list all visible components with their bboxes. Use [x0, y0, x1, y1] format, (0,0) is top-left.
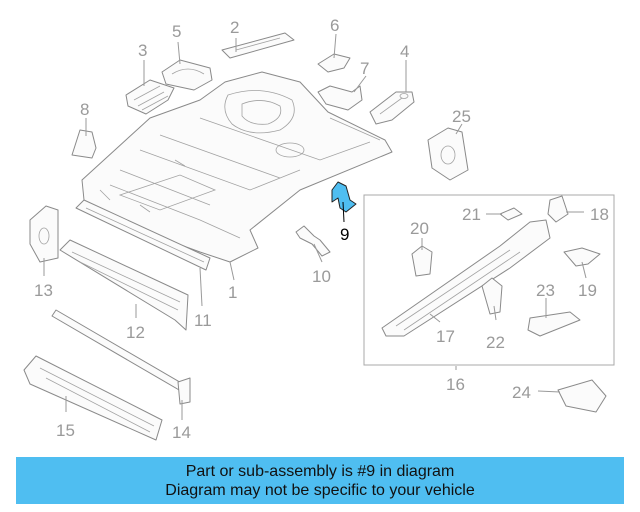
callout-20: 20: [410, 219, 429, 238]
callout-13: 13: [34, 281, 53, 300]
callout-1: 1: [228, 283, 237, 302]
panel-part-3: [125, 79, 175, 115]
rail-part-15: [23, 355, 163, 441]
callout-4: 4: [400, 42, 409, 61]
bracket-part-2: [221, 32, 295, 59]
callout-15: 15: [56, 421, 75, 440]
callout-8: 8: [80, 100, 89, 119]
crossmember-part-11: [75, 199, 211, 271]
bracket-part-7: [317, 85, 363, 111]
callout-25: 25: [452, 107, 471, 126]
callout-21: 21: [462, 205, 481, 224]
leader-lines: [43, 33, 587, 420]
callout-5: 5: [172, 22, 181, 41]
bracket-part-22: [481, 277, 503, 315]
callout-24: 24: [512, 383, 531, 402]
bracket-part-8: [71, 129, 97, 159]
bracket-part-6: [317, 53, 351, 73]
callout-22: 22: [486, 333, 505, 352]
bracket-part-20: [411, 245, 433, 277]
callout-19: 19: [578, 281, 597, 300]
callout-10: 10: [312, 267, 331, 286]
subassembly-box-16: [363, 194, 615, 366]
callout-23: 23: [536, 281, 555, 300]
info-banner: Part or sub-assembly is #9 in diagram Di…: [16, 457, 624, 504]
callout-7: 7: [360, 59, 369, 78]
channel-part-23: [527, 311, 581, 337]
banner-line-part-info: Part or sub-assembly is #9 in diagram: [185, 462, 455, 480]
callout-11: 11: [194, 311, 212, 330]
callout-12: 12: [126, 323, 145, 342]
bracket-part-5: [161, 59, 213, 91]
rail-part-12: [59, 239, 189, 331]
callout-labels: 1 2 3 4 5 6 7 8 9 10 11 12 13 14 15 16 1…: [34, 16, 609, 442]
housing-part-25: [427, 127, 469, 181]
rail-part-4: [369, 91, 415, 125]
bracket-part-18: [547, 195, 569, 223]
callout-6: 6: [330, 16, 339, 35]
parts-diagram: 1 2 3 4 5 6 7 8 9 10 11 12 13 14 15 16 1…: [23, 16, 615, 442]
highlighted-bracket-part-9: [331, 181, 357, 213]
bracket-part-19: [563, 247, 601, 267]
sill-part-17: [381, 219, 551, 337]
callout-14: 14: [172, 423, 191, 442]
banner-line-disclaimer: Diagram may not be specific to your vehi…: [165, 481, 475, 499]
floor-pan-part: [81, 71, 393, 263]
callout-17: 17: [436, 327, 455, 346]
panel-part-13: [29, 205, 59, 263]
callout-2: 2: [230, 18, 239, 37]
callout-18: 18: [590, 205, 609, 224]
callout-3: 3: [138, 41, 147, 60]
plate-part-21: [499, 207, 523, 221]
callout-16: 16: [446, 375, 465, 394]
bracket-part-24: [557, 379, 607, 413]
bar-part-14: [51, 309, 191, 405]
callout-9-highlighted: 9: [340, 225, 349, 244]
bracket-part-10: [295, 225, 331, 257]
